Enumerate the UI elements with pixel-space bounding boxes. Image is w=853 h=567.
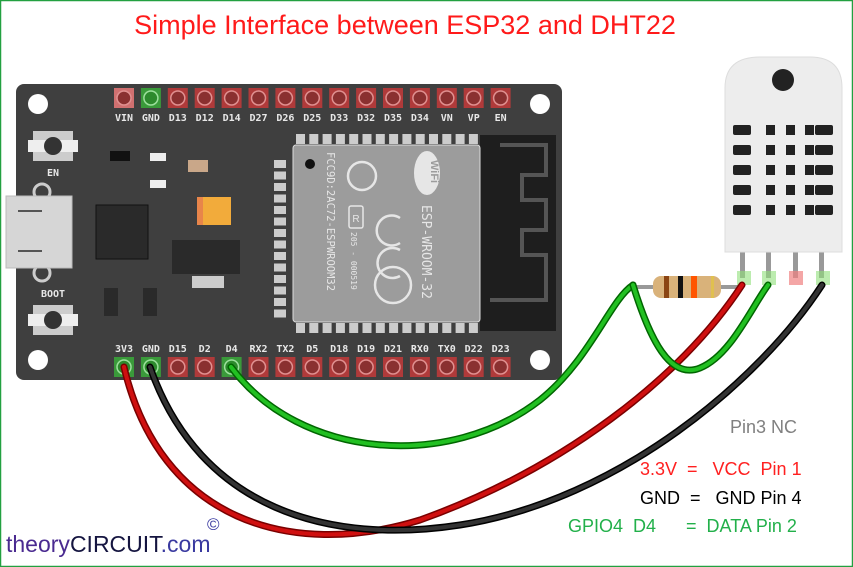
pin-label: D5 xyxy=(306,344,318,355)
dht-pin4-gnd[interactable] xyxy=(816,271,830,285)
top-pin-vn[interactable] xyxy=(436,88,457,108)
dht-pin2-data[interactable] xyxy=(762,271,776,285)
pin-label: D27 xyxy=(249,113,267,124)
bottom-pin-d21[interactable] xyxy=(383,357,403,377)
pin-label: D22 xyxy=(465,344,483,355)
legend-vcc: 3.3V = VCC Pin 1 xyxy=(640,459,802,479)
pin-label: D23 xyxy=(492,344,510,355)
pin-label: D34 xyxy=(411,113,429,124)
legend-data: GPIO4 D4 = DATA Pin 2 xyxy=(568,516,797,536)
antenna-trace-icon xyxy=(490,143,548,302)
pin-label: D4 xyxy=(226,344,238,355)
bottom-pin-d5[interactable] xyxy=(302,357,323,377)
top-pin-d14[interactable] xyxy=(221,88,242,108)
pin-label: GND xyxy=(142,113,160,124)
top-pin-d27[interactable] xyxy=(248,88,269,108)
ce-mark-icon xyxy=(375,214,401,247)
pin-label: D12 xyxy=(196,113,214,124)
voltage-regulator xyxy=(172,240,240,274)
pin-label: D25 xyxy=(303,113,321,124)
pin-label: D33 xyxy=(330,113,348,124)
module-fcc-id: FCC9D:2AC72-ESPWROOM32 xyxy=(324,152,336,291)
dht22-sensor xyxy=(724,56,843,285)
top-pin-vin[interactable] xyxy=(114,88,134,108)
espressif-logo-icon xyxy=(373,265,413,305)
pin-label: D21 xyxy=(384,344,402,355)
en-button[interactable] xyxy=(28,131,78,161)
top-pin-d35[interactable] xyxy=(383,88,403,108)
esp-wroom-module xyxy=(292,144,481,323)
esp32-board: R WiFi ESP-WROOM-32 FCC9D:2AC72-ESPWROOM… xyxy=(5,84,562,380)
bottom-pin-d19[interactable] xyxy=(356,357,377,377)
top-pin-d13[interactable] xyxy=(167,88,188,108)
top-pin-d32[interactable] xyxy=(356,88,377,108)
pin-label: TX2 xyxy=(276,344,294,355)
pin-label: D13 xyxy=(169,113,187,124)
pin-label: TX0 xyxy=(438,344,456,355)
top-pin-gnd[interactable] xyxy=(140,88,161,108)
svg-text:R: R xyxy=(352,214,359,225)
connection-legend: Pin3 NC 3.3V = VCC Pin 1 GND = GND Pin 4… xyxy=(568,417,802,536)
module-name: ESP-WROOM-32 xyxy=(418,205,433,299)
wifi-logo-text: WiFi xyxy=(428,160,440,183)
pin-label: EN xyxy=(495,113,507,124)
wifi-logo-icon xyxy=(414,151,440,195)
boot-button[interactable] xyxy=(28,305,78,335)
top-pin-d26[interactable] xyxy=(275,88,296,108)
svg-text:theoryCIRCUIT.com: theoryCIRCUIT.com xyxy=(6,531,211,557)
legend-gnd: GND = GND Pin 4 xyxy=(640,488,802,508)
dht-pin3-nc[interactable] xyxy=(789,271,803,285)
bottom-pin-rx2[interactable] xyxy=(248,357,269,377)
top-pin-d34[interactable] xyxy=(409,88,430,108)
pin-label: D32 xyxy=(357,113,375,124)
top-pin-vp[interactable] xyxy=(463,88,484,108)
pin-label: VN xyxy=(441,113,453,124)
dht-pin1-vcc[interactable] xyxy=(737,271,751,285)
wires xyxy=(120,281,826,539)
bottom-pin-d18[interactable] xyxy=(329,357,350,377)
en-button-label: EN xyxy=(47,168,59,179)
bottom-pin-tx0[interactable] xyxy=(436,357,457,377)
pin-label: D35 xyxy=(384,113,402,124)
top-pin-d12[interactable] xyxy=(194,88,215,108)
bottom-pin-rx0[interactable] xyxy=(409,357,430,377)
top-pin-en[interactable] xyxy=(490,88,511,108)
top-pin-d25[interactable] xyxy=(302,88,323,108)
pin-label: 3V3 xyxy=(115,344,133,355)
bottom-pin-d15[interactable] xyxy=(167,357,188,377)
fcc-logo-icon xyxy=(346,160,378,192)
top-pin-d33[interactable] xyxy=(329,88,350,108)
bottom-pin-d22[interactable] xyxy=(463,357,484,377)
pin-label: RX2 xyxy=(249,344,267,355)
watermark-logo: theoryCIRCUIT.com © xyxy=(6,515,220,557)
pullup-resistor xyxy=(633,276,742,298)
pin-label: D2 xyxy=(199,344,211,355)
usb-uart-chip xyxy=(95,204,149,260)
pin-label: RX0 xyxy=(411,344,429,355)
legend-nc: Pin3 NC xyxy=(730,417,797,437)
pin-label: D14 xyxy=(223,113,241,124)
page-title: Simple Interface between ESP32 and DHT22 xyxy=(134,10,676,40)
pin-label: GND xyxy=(142,344,160,355)
bottom-pin-d23[interactable] xyxy=(490,357,511,377)
pin-label: D18 xyxy=(330,344,348,355)
pin-label: D26 xyxy=(276,113,294,124)
pin-label: VIN xyxy=(115,113,133,124)
micro-usb-port xyxy=(5,182,73,283)
pin-label: D19 xyxy=(357,344,375,355)
svg-text:©: © xyxy=(207,515,220,534)
pin-label: D15 xyxy=(169,344,187,355)
module-code: 205 - 000519 xyxy=(349,232,358,290)
bottom-pin-d2[interactable] xyxy=(194,357,215,377)
pin-label: VP xyxy=(468,113,480,124)
boot-button-label: BOOT xyxy=(41,289,65,300)
bottom-pin-tx2[interactable] xyxy=(275,357,296,377)
